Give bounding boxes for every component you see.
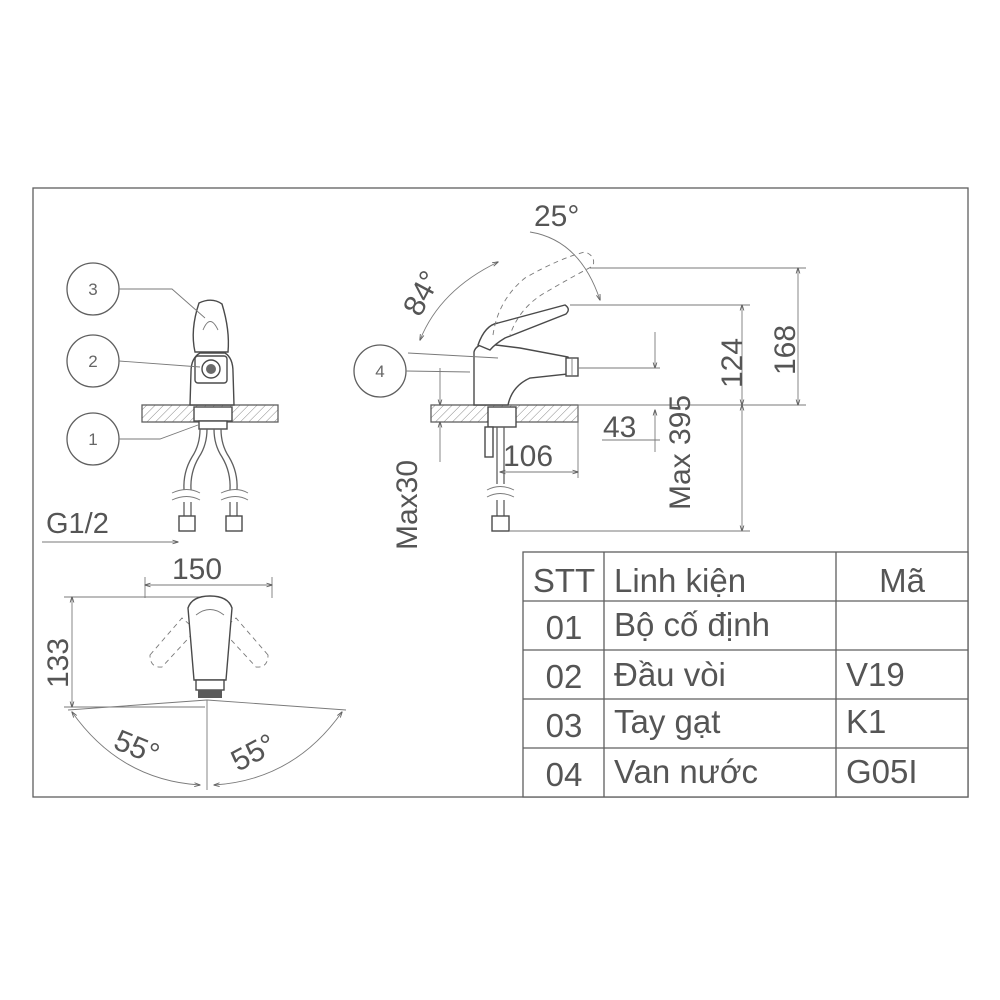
spout-outlet-icon	[206, 364, 216, 374]
side-hose-break	[486, 486, 515, 491]
angle-left-arc	[72, 712, 200, 785]
table-row-4-part: Van nước	[614, 753, 758, 790]
hose-left-inner	[190, 428, 208, 491]
angle-84-arc	[420, 262, 498, 340]
dim-max30-label: Max30	[391, 460, 424, 550]
dim-43-label: 43	[603, 411, 636, 444]
callout-2-leader	[118, 360, 201, 368]
fixing-nut	[193, 406, 233, 422]
thread-label: G1/2	[46, 508, 109, 540]
dim-133-label: 133	[42, 638, 75, 688]
angle-right-arc	[214, 712, 342, 785]
table-row-4-stt: 04	[546, 756, 583, 793]
top-lever	[187, 595, 233, 681]
table-row-2-part: Đầu vòi	[614, 656, 726, 693]
side-pop-up-rod	[484, 426, 494, 458]
hose-break-right-2	[220, 496, 249, 501]
angle-84-label: 84°	[397, 266, 447, 322]
dim-150-label: 150	[172, 553, 222, 586]
hose-break-left	[171, 489, 201, 494]
table-row-3-code: K1	[846, 703, 886, 740]
top-view: 150 133 55° 55°	[42, 553, 347, 790]
side-fixing-nut	[487, 406, 517, 428]
dim-395-label: Max 395	[664, 395, 697, 510]
callout-2-label: 2	[88, 352, 97, 371]
side-view: 4 84° 25° 124 168 43 106 Max 395 Max30	[353, 200, 806, 550]
table-header-part: Linh kiện	[614, 562, 746, 599]
angle-25-arc	[529, 231, 600, 300]
dim-168-label: 168	[769, 325, 802, 375]
drawing-border	[32, 187, 969, 798]
hose-connector-right	[225, 515, 243, 532]
table-row-2-stt: 02	[546, 658, 583, 695]
front-view: 3 2 1 G1/2	[42, 262, 279, 542]
table-row-3-stt: 03	[546, 707, 583, 744]
lever-handle	[192, 299, 230, 353]
table-row-4-code: G05I	[846, 753, 918, 790]
side-lever-open-phantom	[492, 251, 595, 336]
table-row-2-code: V19	[846, 656, 905, 693]
top-aerator	[198, 690, 222, 698]
hose-connector-left	[178, 515, 196, 532]
callout-3-leader	[119, 288, 206, 319]
side-hose-connector	[491, 515, 510, 532]
parts-table-frame	[522, 551, 969, 798]
table-row-1-part: Bộ cố định	[614, 606, 770, 643]
hose-break-right	[220, 489, 249, 494]
callout-4-label: 4	[375, 362, 384, 381]
hose-right	[220, 428, 238, 491]
hose-break-left-2	[171, 496, 201, 501]
angle-left-ray	[67, 699, 208, 711]
table-header-stt: STT	[533, 562, 595, 599]
table-row-3-part: Tay gạt	[614, 703, 720, 740]
lever-detail	[202, 321, 219, 331]
parts-table: STT Linh kiện Mã 01 Bộ cố định 02 Đầu vò…	[522, 551, 969, 798]
side-hose-break-2	[486, 493, 515, 498]
hose-left	[183, 428, 201, 491]
angle-left-label: 55°	[109, 724, 163, 772]
callout-1-leader	[119, 424, 199, 440]
callout-4-leader	[405, 370, 471, 373]
table-header-code: Mã	[879, 562, 925, 599]
top-lever-detail	[195, 609, 225, 616]
table-row-1-stt: 01	[546, 609, 583, 646]
side-valve-body	[473, 343, 573, 406]
callout-1-label: 1	[88, 430, 97, 449]
fixing-washer	[198, 420, 228, 430]
angle-25-label: 25°	[534, 200, 579, 233]
angle-right-ray	[206, 699, 347, 711]
angle-84-baseline	[407, 352, 499, 359]
dim-106-label: 106	[503, 440, 553, 473]
callout-3-label: 3	[88, 280, 97, 299]
hose-right-inner	[213, 428, 231, 491]
top-spout-tip	[195, 679, 225, 691]
dim-124-label: 124	[716, 338, 749, 388]
